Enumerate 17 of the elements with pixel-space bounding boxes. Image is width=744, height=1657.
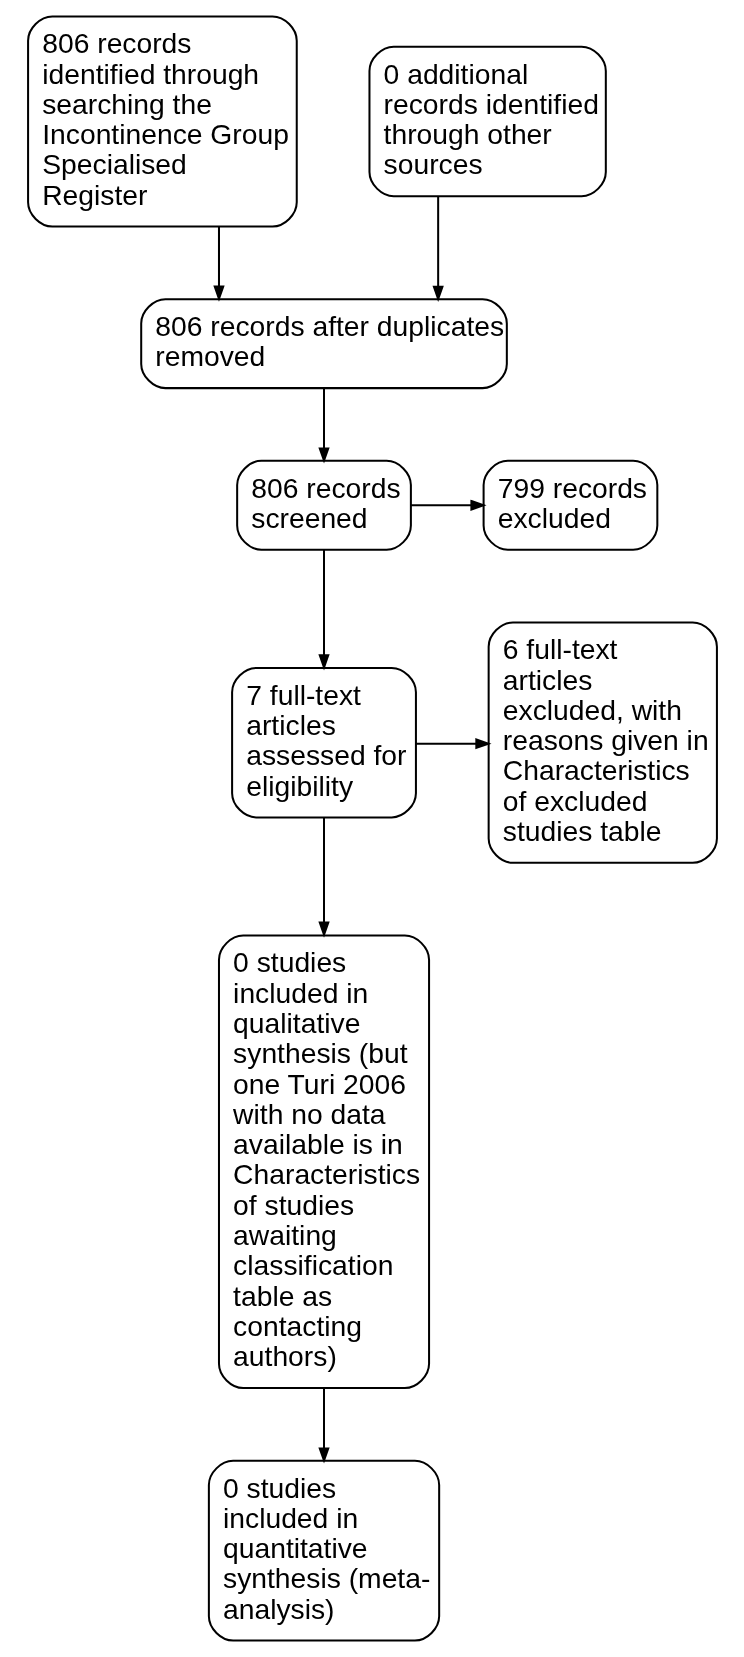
node-box: 6 full-text articles excluded, with reasons given in Characteristics of excluded studies table xyxy=(487,621,718,864)
node-box: 799 records excluded xyxy=(482,459,658,551)
arrow xyxy=(432,196,444,303)
node-box: 0 studies included in quantitative synthesis (meta-analysis) xyxy=(207,1459,440,1642)
arrow xyxy=(415,738,491,750)
node-box: 0 additional records identified through other sources xyxy=(367,45,607,198)
arrow xyxy=(212,226,225,302)
node-box: 0 studies included in qualitative synthesis (but one Turi 2006 with no data available is in Characteristics of studies awaiting classification table as contacting authors) xyxy=(217,934,430,1390)
node-box: 7 full-text articles assessed for eligibility xyxy=(230,666,417,819)
node-box: 806 records screened xyxy=(235,459,412,551)
arrow xyxy=(317,388,330,464)
node-box: 806 records after duplicates removed xyxy=(139,298,508,390)
arrow xyxy=(317,1388,330,1464)
node-box: 806 records identified through searching the Incontinence Group Specialised Register xyxy=(26,15,298,228)
arrow xyxy=(317,817,330,938)
arrow xyxy=(410,499,487,511)
arrow xyxy=(317,549,330,671)
